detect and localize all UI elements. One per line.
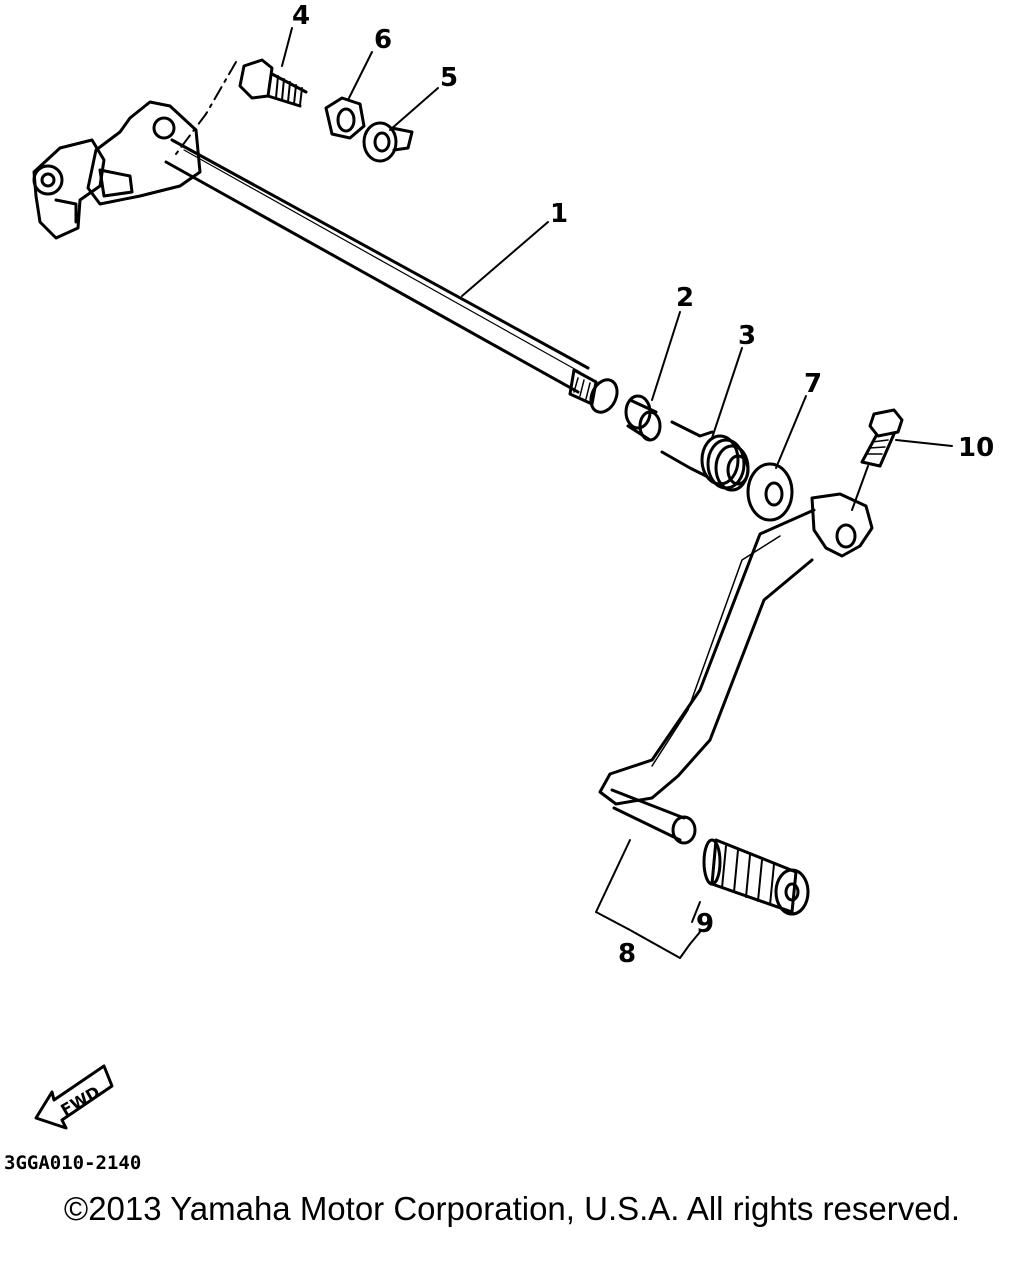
leader-lines [281,27,953,959]
shift-shaft [164,138,619,414]
callout-labels: 1 2 3 4 5 6 7 8 9 10 FWD [57,1,994,1120]
shift-pedal [598,492,874,806]
callout-5: 5 [440,63,458,93]
callout-4: 4 [292,1,310,31]
fwd-arrow-icon [34,1064,114,1130]
callout-3: 3 [738,321,756,351]
copyright-notice: ©2013 Yamaha Motor Corporation, U.S.A. A… [63,1190,961,1227]
torsion-spring [660,420,750,492]
nut [324,96,366,140]
pedal-peg [610,788,697,845]
callout-9: 9 [696,909,714,939]
pedal-rubber [702,838,810,916]
callout-1: 1 [550,199,568,229]
callout-2: 2 [676,283,694,313]
diagram-code: 3GGA010-2140 [4,1152,142,1174]
pinch-bolt [860,408,904,468]
callout-6: 6 [374,25,392,55]
callout-8: 8 [618,939,636,969]
callout-10: 10 [958,433,994,463]
washer [746,462,794,522]
callout-7: 7 [804,369,822,399]
shift-arm-assembly [32,100,202,240]
stud-bolt [175,58,308,155]
fwd-label: FWD [57,1082,103,1119]
collar [624,394,662,442]
lock-washer [362,121,414,163]
